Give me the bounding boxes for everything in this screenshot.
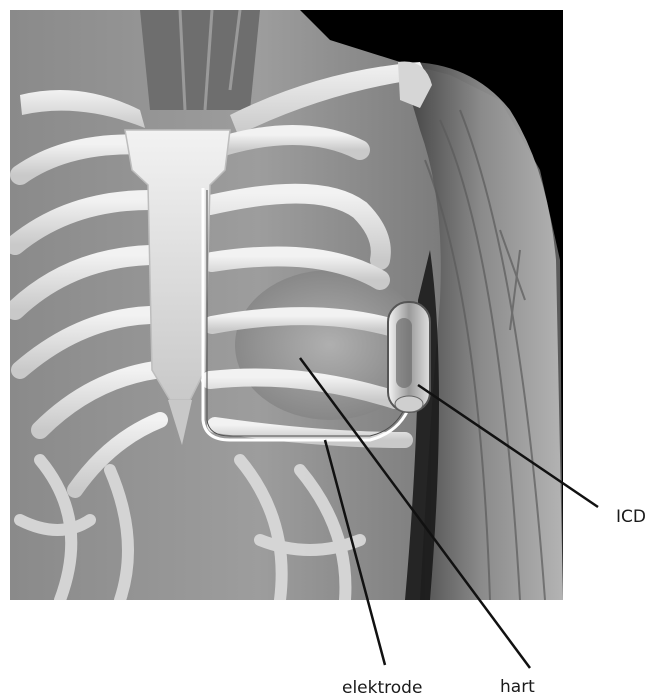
icd-device (388, 302, 430, 412)
heart-label: hart (500, 677, 535, 696)
icd-label: ICD (616, 507, 646, 527)
electrode-label: elektrode (342, 678, 422, 696)
neck (140, 10, 260, 110)
